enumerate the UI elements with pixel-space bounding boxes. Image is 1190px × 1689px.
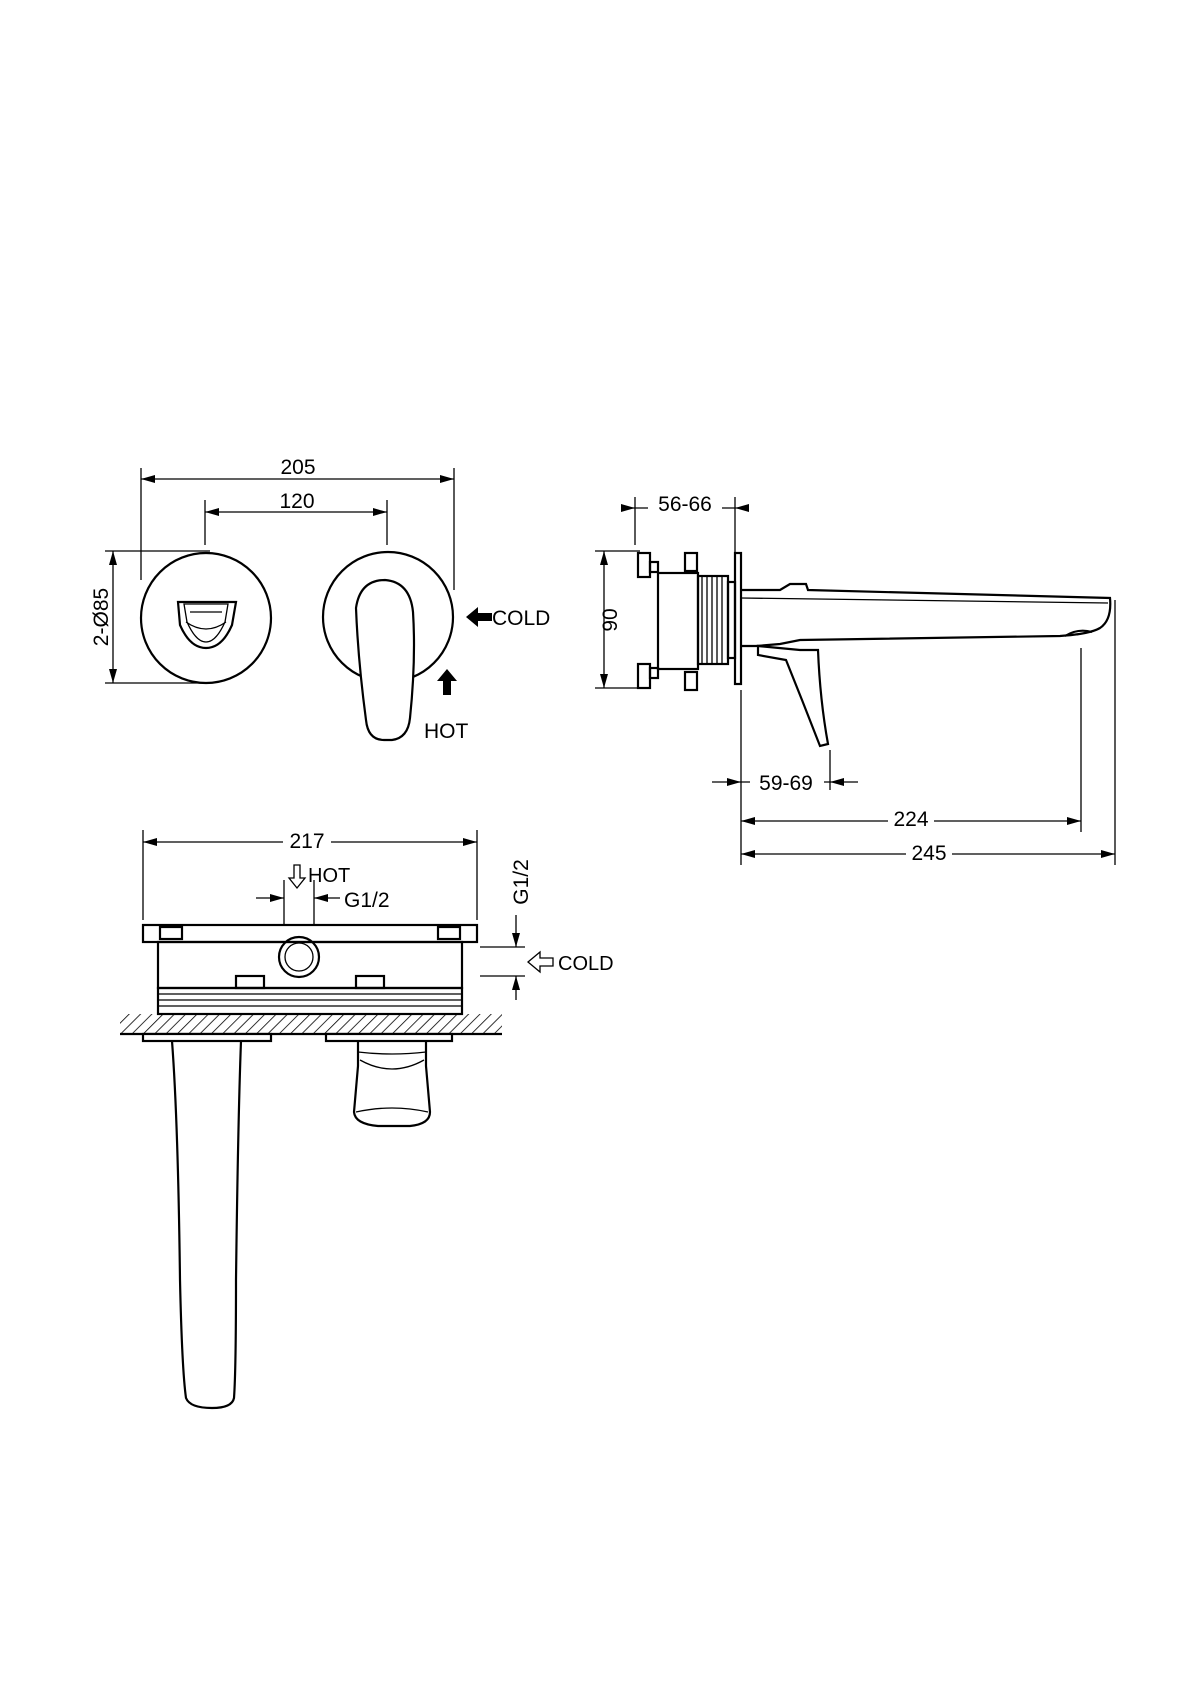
hot-inlet-marker-front: HOT: [424, 669, 469, 743]
dim-center-distance-120: 120: [204, 490, 388, 545]
right-rosette-mixer: [321, 550, 455, 742]
dim-thread-horizontal: G1/2: [256, 880, 390, 925]
dim-text-59-69: 59-69: [759, 772, 813, 795]
dim-plate-diameter: 2-Ø85: [90, 550, 210, 684]
hot-label-top: HOT: [308, 865, 350, 887]
dim-text-217: 217: [289, 830, 324, 853]
cold-inlet-marker-top: COLD: [526, 950, 614, 975]
hot-inlet-marker-top: HOT: [287, 864, 350, 890]
spout-top-view: [170, 1040, 243, 1410]
lever-top-view: [352, 1041, 432, 1128]
thread-label-vertical: G1/2: [510, 859, 533, 905]
dim-text-90: 90: [599, 608, 622, 631]
arrow-left-icon: [466, 607, 492, 627]
dim-plate-height: 90: [595, 550, 640, 689]
hot-label-front: HOT: [424, 720, 469, 743]
arrow-up-icon: [437, 669, 457, 695]
dim-text-205: 205: [280, 456, 315, 479]
cold-label-top: COLD: [558, 953, 614, 975]
concealed-body-top: [141, 923, 479, 1016]
thread-label-horizontal: G1/2: [344, 889, 390, 912]
arrow-down-outline-icon: [287, 864, 307, 890]
concealed-body-side: [636, 551, 743, 692]
dim-text-245: 245: [911, 842, 946, 865]
dim-lever-offset: 59-69: [712, 690, 858, 865]
left-rosette: [139, 551, 273, 685]
dim-text-56-66: 56-66: [658, 493, 712, 516]
dim-overall-width-217: 217: [142, 830, 478, 920]
cold-label-front: COLD: [492, 607, 550, 630]
arrow-left-outline-icon: [526, 950, 554, 974]
dim-overall-length: 245: [741, 600, 1116, 865]
top-view: 217 HOT G1/2 G1/2: [120, 830, 614, 1410]
side-view: 56-66 90: [595, 493, 1116, 865]
wall-plates-top: [141, 1032, 454, 1043]
dim-text-120: 120: [279, 490, 314, 513]
cold-inlet-marker-front: COLD: [466, 607, 550, 630]
dim-text-diameter: 2-Ø85: [90, 588, 113, 646]
dim-overall-width-205: 205: [140, 456, 455, 590]
wall-section-hatch: [120, 1014, 502, 1036]
dim-wall-depth: 56-66: [621, 493, 749, 555]
spout-side-profile: [740, 582, 1112, 748]
front-view: 205 120 2-Ø85: [90, 456, 550, 743]
dim-text-224: 224: [893, 808, 928, 831]
dim-spout-reach: 224: [741, 648, 1082, 832]
dim-thread-vertical: G1/2: [480, 859, 533, 1000]
